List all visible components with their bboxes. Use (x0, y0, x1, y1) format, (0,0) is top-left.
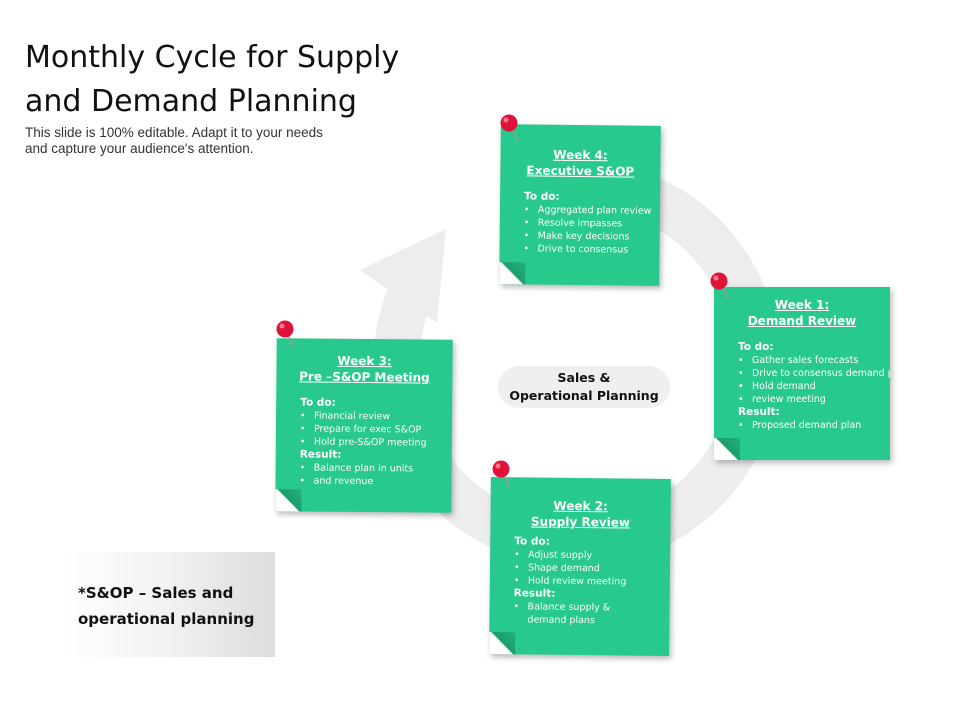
note-week1-todo-label: To do: (738, 341, 774, 353)
note-week3-subtitle: Pre –S&OP Meeting (299, 369, 430, 385)
note-week3: Week 3: Pre –S&OP Meeting To do: Financi… (275, 338, 453, 513)
legend-line1: *S&OP – Sales and (78, 584, 234, 602)
list-item: Prepare for exec S&OP (300, 422, 440, 436)
list-item: Balance plan in units (300, 461, 440, 475)
list-item: Gather sales forecasts (738, 354, 878, 367)
note-week3-todo: To do: Financial review Prepare for exec… (299, 396, 440, 488)
note-fold (275, 489, 302, 512)
note-week4-subtitle: Executive S&OP (526, 163, 635, 179)
note-week1-todo: To do: Gather sales forecasts Drive to c… (738, 341, 890, 432)
list-item: Hold review meeting (514, 574, 658, 589)
note-week4-todo: To do: Aggregated plan review Resolve im… (523, 190, 652, 256)
note-week2-todo: To do: Adjust supply Shape demand Hold r… (513, 535, 658, 628)
note-week2: Week 2: Supply Review To do: Adjust supp… (489, 477, 671, 656)
note-week1-result-label: Result: (738, 406, 780, 418)
pushpin-icon (276, 320, 295, 349)
note-fold (499, 262, 526, 285)
list-item: Drive to consensus demand plan (738, 367, 890, 380)
list-item: Make key decisions (524, 229, 648, 243)
note-week4: Week 4: Executive S&OP To do: Aggregated… (499, 124, 661, 286)
legend-box: *S&OP – Sales and operational planning (62, 552, 275, 657)
slide-subtitle: This slide is 100% editable. Adapt it to… (25, 125, 323, 156)
note-fold (714, 438, 740, 460)
note-week3-result-label: Result: (299, 448, 342, 461)
list-item: Proposed demand plan (738, 419, 878, 432)
note-week1: Week 1: Demand Review To do: Gather sale… (714, 287, 890, 460)
list-item: Balance supply & demand plans (513, 600, 645, 627)
note-week1-title: Week 1: (774, 298, 830, 312)
note-fold (489, 632, 516, 655)
list-item: Aggregated plan review (524, 203, 652, 217)
note-week2-subtitle: Supply Review (530, 514, 631, 530)
note-week4-title: Week 4: (553, 147, 608, 163)
note-week2-title: Week 2: (553, 498, 608, 514)
note-week4-todo-label: To do: (524, 190, 560, 203)
list-item: Resolve impasses (524, 216, 648, 230)
note-week3-title: Week 3: (337, 353, 392, 369)
list-item: Hold demand (738, 380, 878, 393)
pushpin-icon (500, 114, 519, 143)
center-label-line1: Sales & (557, 370, 611, 385)
pushpin-icon (492, 460, 511, 489)
list-item: review meeting (738, 393, 878, 406)
note-week1-subtitle: Demand Review (747, 314, 857, 328)
list-item: Drive to consensus (523, 242, 647, 256)
list-item: Hold pre-S&OP meeting (300, 435, 440, 449)
list-item: Financial review (300, 409, 440, 423)
legend-line2: operational planning (78, 610, 255, 628)
cycle-arrow-head (360, 229, 446, 323)
note-week3-todo-label: To do: (300, 396, 336, 409)
center-label-line2: Operational Planning (509, 388, 659, 403)
pushpin-icon (710, 272, 729, 301)
slide-title: Monthly Cycle for Supply and Demand Plan… (25, 40, 400, 119)
list-item: and revenue (299, 474, 439, 488)
center-label: Sales & Operational Planning (498, 366, 670, 408)
